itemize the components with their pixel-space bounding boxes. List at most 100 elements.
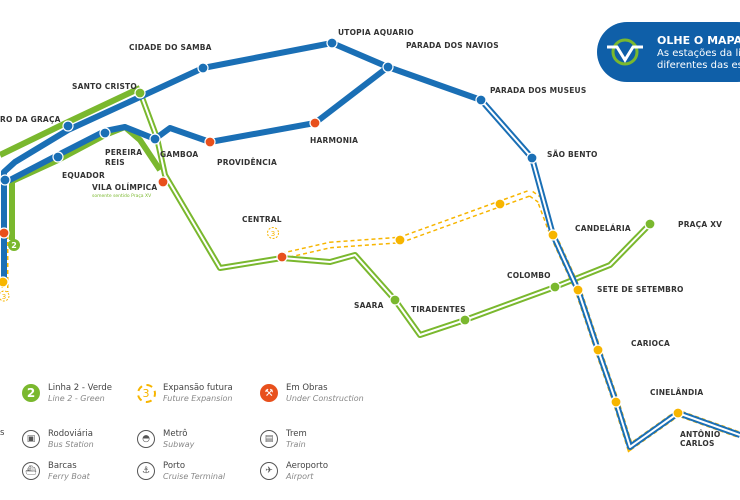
station-marker[interactable] [572,284,584,296]
station-antonio-carlos[interactable]: ANTÔNIO [680,430,720,439]
ferry-icon: ⛴ [20,460,42,482]
station-marker[interactable] [592,344,604,356]
station-saara[interactable]: SAARA [354,301,384,310]
legend-label: Metrô [163,428,188,439]
station-marker[interactable] [197,62,209,74]
station-antonio-carlos-2: CARLOS [680,439,715,448]
station-marker[interactable] [52,151,64,163]
legend-label: Em Obras [286,382,328,393]
station-equador[interactable]: EQUADOR [62,171,105,180]
legend-cut-text: s [0,428,5,438]
station-marker[interactable] [494,198,506,210]
station-pereira-reis[interactable]: PEREIRA [105,148,142,157]
station-marker[interactable] [0,276,9,288]
svg-text:2: 2 [11,241,17,250]
legend-label-en: Ferry Boat [48,471,90,481]
station-providencia[interactable]: PROVIDÊNCIA [217,158,277,167]
train-icon: ▤ [258,428,280,450]
map-info-banner[interactable]: OLHE O MAPA C As estações da lidiferente… [597,22,740,82]
station-cidade-samba[interactable]: CIDADE DO SAMBA [129,43,212,52]
station-vila-olimpica[interactable]: VILA OLÍMPICA [92,183,157,192]
legend-label-en: Airport [286,471,314,481]
construction-station-marker[interactable] [157,176,169,188]
station-marker[interactable] [134,87,146,99]
legend-label-en: Cruise Terminal [163,471,226,481]
station-marker[interactable] [326,37,338,49]
vlt-logo-icon [607,38,643,66]
station-marker[interactable] [549,281,561,293]
construction-station-marker[interactable] [0,227,10,239]
station-santo-cristo[interactable]: SANTO CRISTO [72,82,137,91]
line-3-badge: 3 [135,382,157,404]
station-markers [0,37,684,419]
line-2-badge: 2 [8,239,20,251]
station-largo-graca[interactable]: RO DA GRAÇA [0,115,61,124]
legend-label-en: Future Expansion [163,393,233,403]
construction-station-marker[interactable] [276,251,288,263]
station-marker[interactable] [99,127,111,139]
station-candelaria[interactable]: CANDELÁRIA [575,224,631,233]
subway-icon: ◓ [135,428,157,450]
station-marker[interactable] [389,294,401,306]
station-marker[interactable] [644,218,656,230]
banner-subtitle-line1: As estações da li [657,48,740,59]
construction-station-marker[interactable] [309,117,321,129]
station-cinelandia[interactable]: CINELÂNDIA [650,388,703,397]
line-2-green [0,85,653,338]
station-tiradentes[interactable]: TIRADENTES [411,305,466,314]
station-navios[interactable]: PARADA DOS NAVIOS [406,41,499,50]
station-carioca[interactable]: CARIOCA [631,339,670,348]
station-central[interactable]: CENTRAL [242,215,282,224]
svg-text:3: 3 [271,230,275,238]
station-utopia[interactable]: UTOPIA AQUARIO [338,28,414,37]
station-marker[interactable] [394,234,406,246]
legend-label-en: Train [286,439,306,449]
station-museus[interactable]: PARADA DOS MUSEUS [490,86,586,95]
station-marker[interactable] [672,407,684,419]
construction-station-marker[interactable] [204,136,216,148]
station-marker[interactable] [459,314,471,326]
legend-label: Rodoviária [48,428,93,439]
airport-icon: ✈ [258,460,280,482]
station-marker[interactable] [526,152,538,164]
station-pereira-reis-2: REIS [105,158,125,167]
construction-icon: ⚒ [258,382,280,404]
station-marker[interactable] [62,120,74,132]
station-marker[interactable] [610,396,622,408]
station-sete-setembro[interactable]: SETE DE SETEMBRO [597,285,684,294]
legend-label: Linha 2 - Verde [48,382,113,393]
banner-subtitle-line2: diferentes das es [657,60,740,71]
station-harmonia[interactable]: HARMONIA [310,136,358,145]
legend-label-en: Under Construction [286,393,364,403]
legend-label: Barcas [48,460,77,471]
legend-label-en: Subway [163,439,195,449]
station-praca-xv[interactable]: PRAÇA XV [678,220,722,229]
station-marker[interactable] [382,61,394,73]
legend-label-en: Bus Station [48,439,94,449]
station-marker[interactable] [0,174,11,186]
legend-label: Expansão futura [163,382,233,393]
station-marker[interactable] [149,133,161,145]
legend-label: Porto [163,460,186,471]
legend-label: Aeroporto [286,460,329,471]
station-colombo[interactable]: COLOMBO [507,271,551,280]
banner-title: OLHE O MAPA C [657,34,740,47]
station-marker[interactable] [475,94,487,106]
station-marker[interactable] [547,229,559,241]
line-3-badge: 3 [0,290,10,302]
station-gamboa[interactable]: GAMBOA [160,150,198,159]
station-sao-bento[interactable]: SÃO BENTO [547,150,598,159]
bus-icon: ▣ [20,428,42,450]
line-2-badge: 2 [20,382,42,404]
